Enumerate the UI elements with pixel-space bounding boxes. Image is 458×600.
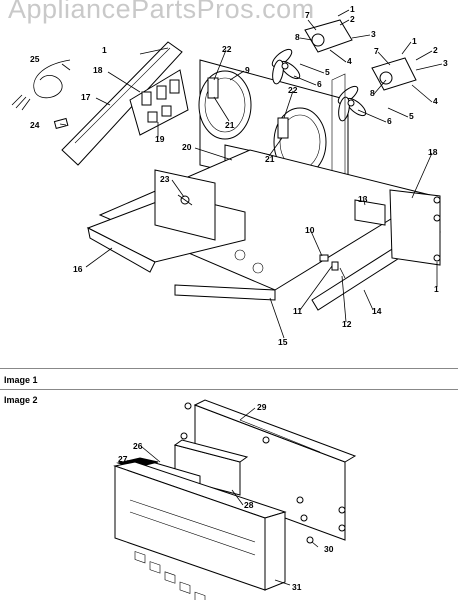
screw-a — [184, 402, 192, 410]
section-divider-bottom — [0, 389, 458, 390]
bracket-22b — [277, 117, 289, 139]
motor-lower-8 — [371, 57, 417, 91]
section-title-image-1: Image 1 — [4, 375, 38, 385]
callout-28: 28 — [244, 500, 254, 510]
screw-f — [300, 514, 308, 522]
control-panel-31 — [113, 461, 287, 600]
callout-23: 23 — [160, 174, 170, 184]
callout-1: 1 — [412, 36, 417, 46]
callout-8: 8 — [370, 88, 375, 98]
callout-18: 18 — [93, 65, 103, 75]
screw-d — [262, 436, 270, 444]
callout-17: 17 — [81, 92, 91, 102]
callout-29: 29 — [257, 402, 267, 412]
screw-30 — [306, 536, 314, 544]
screw-1b — [433, 214, 441, 222]
callout-24: 24 — [30, 120, 40, 130]
section-divider-top — [0, 368, 458, 369]
callout-16: 16 — [73, 264, 83, 274]
callout-4: 4 — [433, 96, 438, 106]
callout-6: 6 — [387, 116, 392, 126]
part-13 — [354, 199, 386, 226]
callout-7: 7 — [305, 10, 310, 20]
right-rail-18 — [389, 189, 441, 266]
callout-12: 12 — [342, 319, 352, 329]
screw-b — [180, 432, 188, 440]
callout-21: 21 — [265, 154, 275, 164]
callout-20: 20 — [182, 142, 192, 152]
callout-1: 1 — [102, 45, 107, 55]
callout-7: 7 — [374, 46, 379, 56]
power-cord-25 — [11, 59, 71, 111]
screw-1a — [433, 254, 441, 262]
callout-21: 21 — [225, 120, 235, 130]
callout-18: 18 — [428, 147, 438, 157]
callout-1: 1 — [434, 284, 439, 294]
callout-5: 5 — [409, 111, 414, 121]
callout-10: 10 — [305, 225, 315, 235]
callout-6: 6 — [317, 79, 322, 89]
fan-blade-upper — [271, 48, 301, 85]
callout-30: 30 — [324, 544, 334, 554]
screw-1c — [433, 196, 441, 204]
bracket-22a — [207, 77, 219, 99]
callout-5: 5 — [325, 67, 330, 77]
callout-1: 1 — [350, 4, 355, 14]
control-module-19 — [129, 69, 189, 136]
callout-2: 2 — [433, 45, 438, 55]
callout-2: 2 — [350, 14, 355, 24]
watermark: AppliancePartsPros.com — [8, 0, 315, 24]
callout-27: 27 — [118, 454, 128, 464]
screw-g — [338, 506, 346, 514]
connector-24 — [53, 117, 69, 130]
part-23 — [177, 194, 193, 206]
side-panel-17 — [61, 41, 183, 166]
callout-4: 4 — [347, 56, 352, 66]
callout-8: 8 — [295, 32, 300, 42]
callout-3: 3 — [443, 58, 448, 68]
callout-22: 22 — [222, 44, 232, 54]
callout-31: 31 — [292, 582, 302, 592]
section-title-image-2: Image 2 — [4, 395, 38, 405]
callout-9: 9 — [245, 65, 250, 75]
callout-26: 26 — [133, 441, 143, 451]
callout-22: 22 — [288, 85, 298, 95]
parts-10-11-12 — [319, 254, 346, 279]
callout-14: 14 — [372, 306, 382, 316]
fan-blade-lower — [337, 85, 367, 122]
callout-19: 19 — [155, 134, 165, 144]
callout-25: 25 — [30, 54, 40, 64]
screw-h — [338, 524, 346, 532]
callout-15: 15 — [278, 337, 288, 347]
callout-11: 11 — [293, 306, 302, 316]
callout-13: 13 — [358, 194, 368, 204]
screw-e — [296, 496, 304, 504]
callout-3: 3 — [371, 29, 376, 39]
